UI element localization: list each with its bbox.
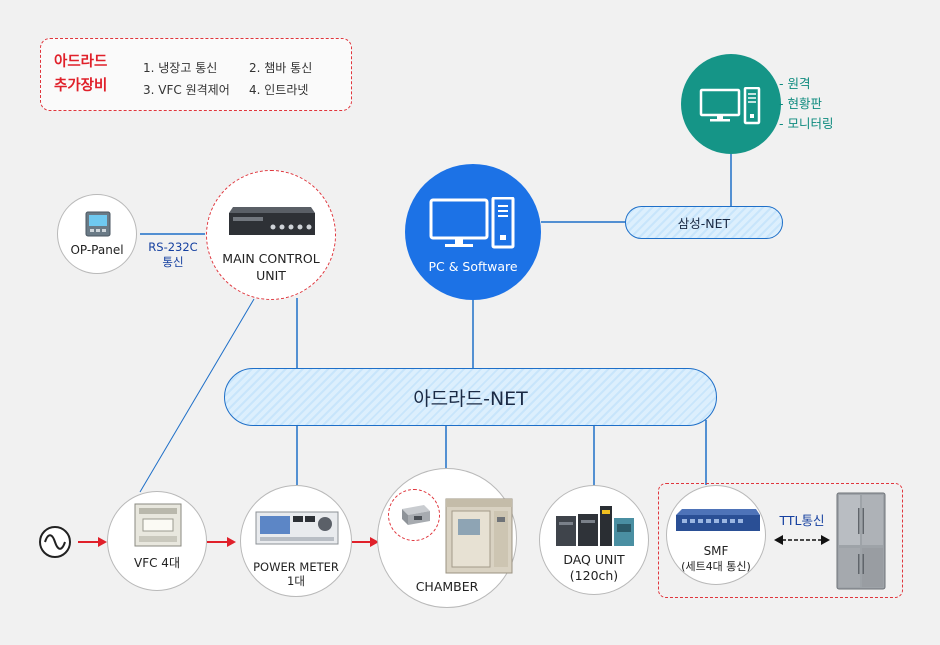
rs232c-label-line1: RS-232C [148, 240, 198, 254]
legend-item-1: 1. 냉장고 통신 [143, 61, 218, 75]
desktop-computer-icon [429, 197, 515, 249]
vfc-label: VFC 4대 [134, 556, 180, 570]
vfc-node: VFC 4대 [107, 491, 207, 591]
legend-box: 아드라드 추가장비 1. 냉장고 통신 2. 챔바 통신 3. VFC 원격제어… [40, 38, 352, 111]
smf-group-box [658, 483, 903, 598]
op-panel-node: OP-Panel [57, 194, 137, 274]
main-control-to-vfc-line [139, 298, 255, 493]
ac-source-icon [39, 526, 71, 558]
remote-features-list: - 원격 - 현황판 - 모니터링 [779, 74, 833, 134]
remote-feature-monitoring: - 모니터링 [779, 116, 834, 131]
rs232c-label: RS-232C 통신 [145, 240, 201, 270]
power-meter-icon [255, 511, 339, 545]
daq-unit-label-line1: DAQ UNIT [563, 552, 625, 567]
desktop-computer-icon [699, 87, 761, 125]
power-meter-node: POWER METER 1대 [240, 485, 352, 597]
power-meter-label: POWER METER 1대 [241, 560, 351, 588]
rs232c-label-line2: 통신 [162, 255, 184, 269]
legend-title-line2: 추가장비 [54, 78, 108, 94]
samsung-net-label: 삼성-NET [677, 216, 731, 231]
daq-unit-node: DAQ UNIT (120ch) [539, 485, 649, 595]
power-meter-label-line2: 1대 [287, 574, 305, 588]
daq-unit-label-line2: (120ch) [569, 568, 619, 583]
smf-label-line1: SMF [703, 544, 729, 558]
main-control-label-line1: MAIN CONTROL [222, 251, 320, 266]
remote-feature-dashboard: - 현황판 [779, 96, 822, 111]
smf-switch-icon [676, 509, 760, 531]
legend-item-4: 4. 인트라넷 [249, 83, 309, 97]
smf-label-line2: (세트4대 통신) [681, 560, 751, 573]
chamber-controller-inset [388, 489, 440, 541]
arrow-right-icon [78, 537, 107, 547]
refrigerator-icon [836, 492, 886, 590]
environment-chamber-icon [445, 498, 513, 574]
ttl-label: TTL통신 [779, 513, 825, 528]
remote-feature-remote: - 원격 [779, 76, 811, 91]
arrow-right-icon [207, 537, 236, 547]
bidirectional-arrow-icon [774, 535, 830, 545]
power-meter-label-line1: POWER METER [253, 560, 339, 574]
adrad-net-label: 아드라드-NET [413, 387, 528, 410]
main-control-node: MAIN CONTROL UNIT [206, 170, 336, 300]
vfc-device-icon [134, 503, 182, 547]
chamber-label: CHAMBER [415, 579, 479, 594]
main-control-label-line2: UNIT [256, 268, 286, 283]
chamber-controller-icon [402, 505, 430, 525]
legend-item-2: 2. 챔바 통신 [249, 61, 313, 75]
samsung-net-bus: 삼성-NET [625, 206, 783, 239]
op-panel-icon [85, 211, 111, 237]
daq-unit-label: DAQ UNIT (120ch) [540, 552, 648, 584]
chamber-node: CHAMBER [377, 468, 517, 608]
pc-software-node: PC & Software [405, 164, 541, 300]
control-unit-icon [229, 207, 315, 235]
arrow-right-icon [352, 537, 379, 547]
smf-label: SMF (세트4대 통신) [667, 543, 765, 575]
daq-unit-icon [556, 506, 634, 546]
legend-item-3: 3. VFC 원격제어 [143, 83, 230, 97]
adrad-net-bus: 아드라드-NET [224, 368, 717, 426]
pc-software-label: PC & Software [428, 259, 518, 274]
legend-title-line1: 아드라드 [54, 54, 108, 70]
remote-monitoring-node [681, 54, 781, 154]
legend-title: 아드라드 추가장비 [54, 50, 107, 98]
main-control-label: MAIN CONTROL UNIT [207, 250, 335, 284]
smf-node: SMF (세트4대 통신) [666, 485, 766, 585]
op-panel-label: OP-Panel [70, 243, 124, 257]
